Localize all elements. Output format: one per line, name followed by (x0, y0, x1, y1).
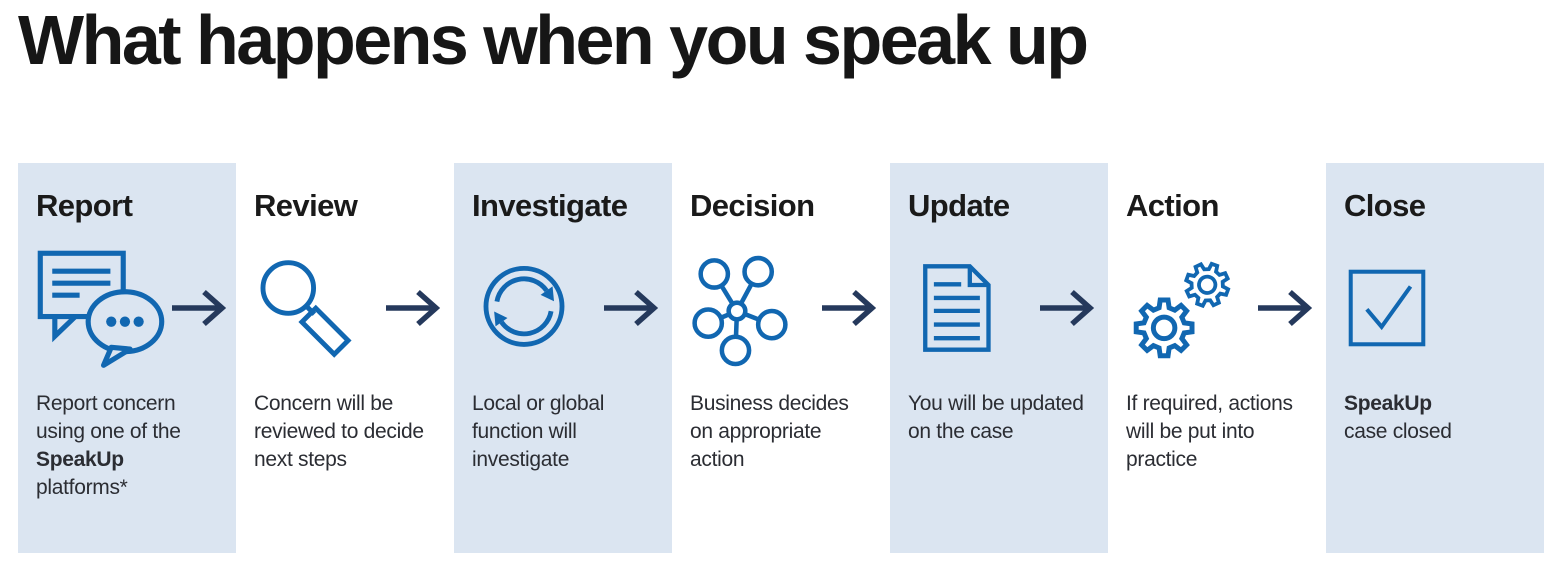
desc-line: Report concern (36, 392, 176, 415)
icon-row (36, 244, 230, 372)
step-description: Report concern using one of the SpeakUp … (36, 390, 230, 502)
desc-line: function will (472, 420, 577, 443)
step-column-decision: Decision Business decides on (672, 163, 890, 553)
right-arrow-icon (1040, 289, 1095, 327)
desc-line: practice (1126, 448, 1198, 471)
desc-line: action (690, 448, 745, 471)
desc-line: If required, actions (1126, 392, 1293, 415)
step-column-update: Update You will be updated on the case (890, 163, 1108, 553)
icon-row (1126, 244, 1320, 372)
desc-line: investigate (472, 448, 570, 471)
desc-line: on appropriate (690, 420, 822, 443)
icon-row (1344, 244, 1538, 372)
right-arrow-icon (172, 289, 227, 327)
step-column-report: Report Report concern using one of th (18, 163, 236, 553)
right-arrow-icon (386, 289, 441, 327)
desc-line: Concern will be (254, 392, 394, 415)
refresh-arrows-icon (483, 265, 565, 347)
document-icon (923, 264, 991, 352)
step-title: Decision (690, 188, 815, 223)
step-description: SpeakUp case closed (1344, 390, 1538, 446)
gears-icon (1133, 261, 1231, 359)
desc-line: Business decides (690, 392, 849, 415)
right-arrow-icon (1258, 289, 1313, 327)
step-description: Local or global function will investigat… (472, 390, 666, 474)
step-title: Investigate (472, 188, 628, 223)
step-column-close: Close SpeakUp case closed (1326, 163, 1544, 553)
step-title: Close (1344, 188, 1426, 223)
step-column-action: Action If required, actions will be put … (1108, 163, 1326, 553)
step-description: Business decides on appropriate action (690, 390, 884, 474)
magnifier-icon (260, 260, 352, 358)
step-description: Concern will be reviewed to decide next … (254, 390, 448, 474)
icon-row (254, 244, 448, 372)
process-flow-diagram: Report Report concern using one of th (18, 163, 1544, 553)
desc-line: SpeakUp (36, 448, 124, 471)
desc-line: case closed (1344, 420, 1452, 443)
desc-line: You will be updated (908, 392, 1084, 415)
desc-line: SpeakUp (1344, 392, 1432, 415)
step-title: Review (254, 188, 358, 223)
desc-line: will be put into (1126, 420, 1255, 443)
right-arrow-icon (604, 289, 659, 327)
icon-row (690, 244, 884, 372)
icon-row (472, 244, 666, 372)
desc-line: reviewed to decide (254, 420, 424, 443)
desc-line: on the case (908, 420, 1014, 443)
step-description: If required, actions will be put into pr… (1126, 390, 1320, 474)
desc-line: Local or global (472, 392, 605, 415)
desc-line: using one of the (36, 420, 181, 443)
icon-row (908, 244, 1102, 372)
step-title: Update (908, 188, 1010, 223)
step-description: You will be updated on the case (908, 390, 1102, 446)
network-nodes-icon (692, 255, 788, 367)
step-title: Action (1126, 188, 1219, 223)
speech-bubbles-icon (37, 250, 165, 368)
step-column-review: Review Concern will be reviewed to decid… (236, 163, 454, 553)
step-title: Report (36, 188, 133, 223)
step-column-investigate: Investigate Local or global function wil… (454, 163, 672, 553)
desc-line: platforms* (36, 476, 128, 499)
desc-line: next steps (254, 448, 347, 471)
right-arrow-icon (822, 289, 877, 327)
checkbox-check-icon (1348, 269, 1426, 347)
page-title: What happens when you speak up (18, 1, 1089, 79)
